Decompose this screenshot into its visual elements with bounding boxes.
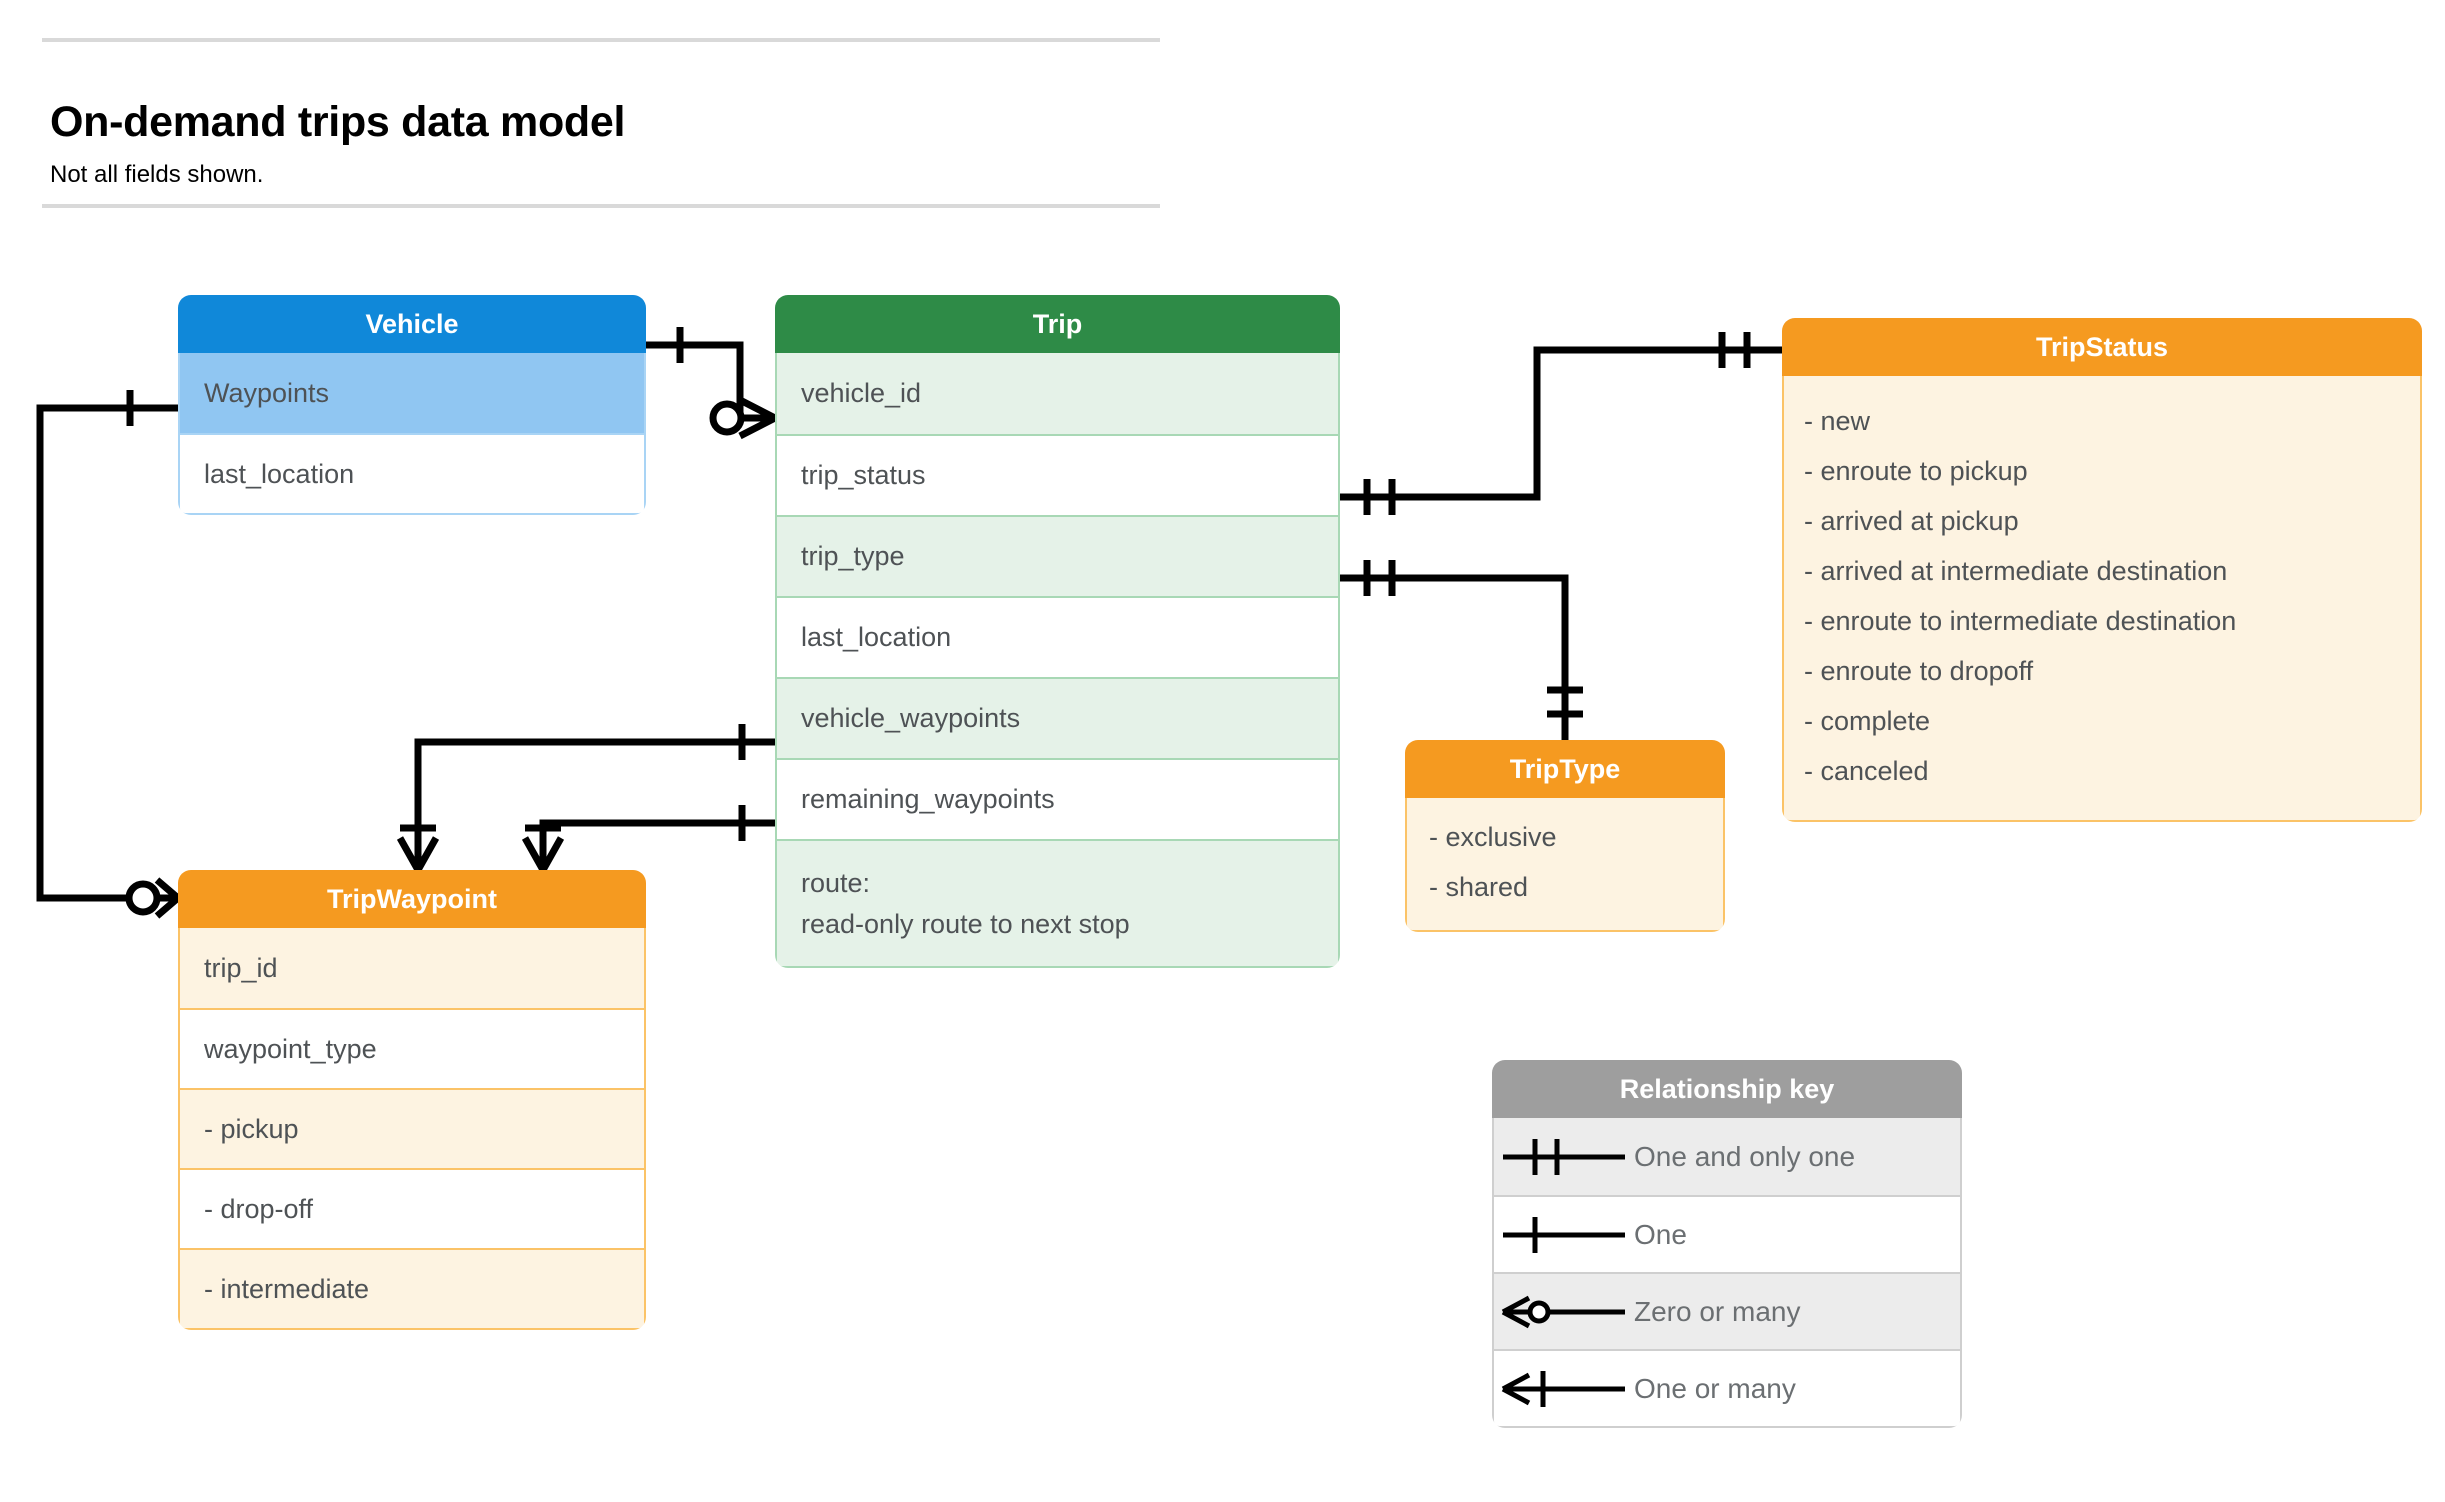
enum-value: - complete (1804, 706, 1931, 736)
connector-remaining-waypoints-to-tripwaypoint (521, 805, 775, 872)
field-row[interactable]: waypoint_type (180, 1008, 644, 1088)
entity-vehicle[interactable]: Vehicle Waypoints last_location (178, 295, 646, 515)
one-and-only-one-icon (1494, 1134, 1634, 1180)
page-header: On-demand trips data model Not all field… (42, 38, 1160, 208)
legend-label: Zero or many (1634, 1295, 1801, 1327)
field-row[interactable]: - intermediate (180, 1248, 644, 1328)
entity-triptype-title: TripType (1405, 740, 1725, 798)
enum-value: - exclusive (1429, 822, 1557, 852)
enum-value: - enroute to dropoff (1804, 656, 2034, 686)
field-row[interactable]: - pickup (180, 1088, 644, 1168)
connector-trip-status-to-tripstatus (1340, 332, 1782, 515)
field-row[interactable]: vehicle_waypoints (777, 677, 1338, 758)
legend-label: One (1634, 1218, 1687, 1250)
enum-value: - arrived at pickup (1804, 506, 2019, 536)
enum-value: - arrived at intermediate destination (1804, 556, 2228, 586)
legend-label: One or many (1634, 1372, 1796, 1404)
entity-tripstatus[interactable]: TripStatus - new - enroute to pickup - a… (1782, 318, 2422, 822)
entity-tripstatus-title: TripStatus (1782, 318, 2422, 376)
one-or-many-icon (1494, 1366, 1634, 1412)
field-row[interactable]: trip_type (777, 515, 1338, 596)
legend-row: Zero or many (1494, 1272, 1960, 1349)
field-row[interactable]: last_location (777, 596, 1338, 677)
connector-vehicle-to-trip (646, 327, 777, 440)
zero-or-many-icon (1494, 1289, 1634, 1335)
legend-row: One and only one (1494, 1118, 1960, 1195)
one-icon (1494, 1212, 1634, 1258)
enum-value: - enroute to pickup (1804, 456, 2028, 486)
field-row[interactable]: trip_status (777, 434, 1338, 515)
field-row[interactable]: vehicle_id (777, 353, 1338, 434)
entity-tripwaypoint-fields: trip_id waypoint_type - pickup - drop-of… (178, 928, 646, 1330)
entity-triptype-values: - exclusive - shared (1405, 798, 1725, 932)
field-row-route[interactable]: route: read-only route to next stop (777, 839, 1338, 966)
field-row[interactable]: last_location (180, 433, 644, 513)
entity-trip-fields: vehicle_id trip_status trip_type last_lo… (775, 353, 1340, 968)
connector-vehicle-waypoints-to-tripwaypoint (36, 390, 181, 919)
connector-vehicle-waypoints-field-to-tripwaypoint (396, 724, 775, 872)
entity-triptype[interactable]: TripType - exclusive - shared (1405, 740, 1725, 932)
header-divider-top (42, 38, 1160, 42)
enum-value: - canceled (1804, 756, 1929, 786)
legend-rows: One and only one One (1492, 1118, 1962, 1428)
relationship-key-legend: Relationship key One and only one (1492, 1060, 1962, 1428)
field-row[interactable]: remaining_waypoints (777, 758, 1338, 839)
route-description: read-only route to next stop (801, 909, 1130, 939)
enum-value: - shared (1429, 872, 1529, 902)
field-row[interactable]: Waypoints (180, 353, 644, 433)
entity-tripstatus-values: - new - enroute to pickup - arrived at p… (1782, 376, 2422, 822)
header-divider-bottom (42, 204, 1160, 208)
page-subtitle: Not all fields shown. (50, 161, 264, 188)
legend-title: Relationship key (1492, 1060, 1962, 1118)
enum-value: - new (1804, 406, 1871, 436)
entity-trip[interactable]: Trip vehicle_id trip_status trip_type la… (775, 295, 1340, 968)
enum-value: - enroute to intermediate destination (1804, 606, 2237, 636)
legend-row: One or many (1494, 1349, 1960, 1426)
legend-row: One (1494, 1195, 1960, 1272)
field-row[interactable]: trip_id (180, 928, 644, 1008)
page-title: On-demand trips data model (50, 98, 626, 146)
route-label: route: (801, 868, 871, 898)
entity-tripwaypoint[interactable]: TripWaypoint trip_id waypoint_type - pic… (178, 870, 646, 1330)
entity-tripwaypoint-title: TripWaypoint (178, 870, 646, 928)
entity-trip-title: Trip (775, 295, 1340, 353)
entity-vehicle-title: Vehicle (178, 295, 646, 353)
connector-trip-type-to-triptype (1340, 560, 1583, 740)
legend-label: One and only one (1634, 1140, 1856, 1172)
entity-vehicle-fields: Waypoints last_location (178, 353, 646, 515)
field-row[interactable]: - drop-off (180, 1168, 644, 1248)
